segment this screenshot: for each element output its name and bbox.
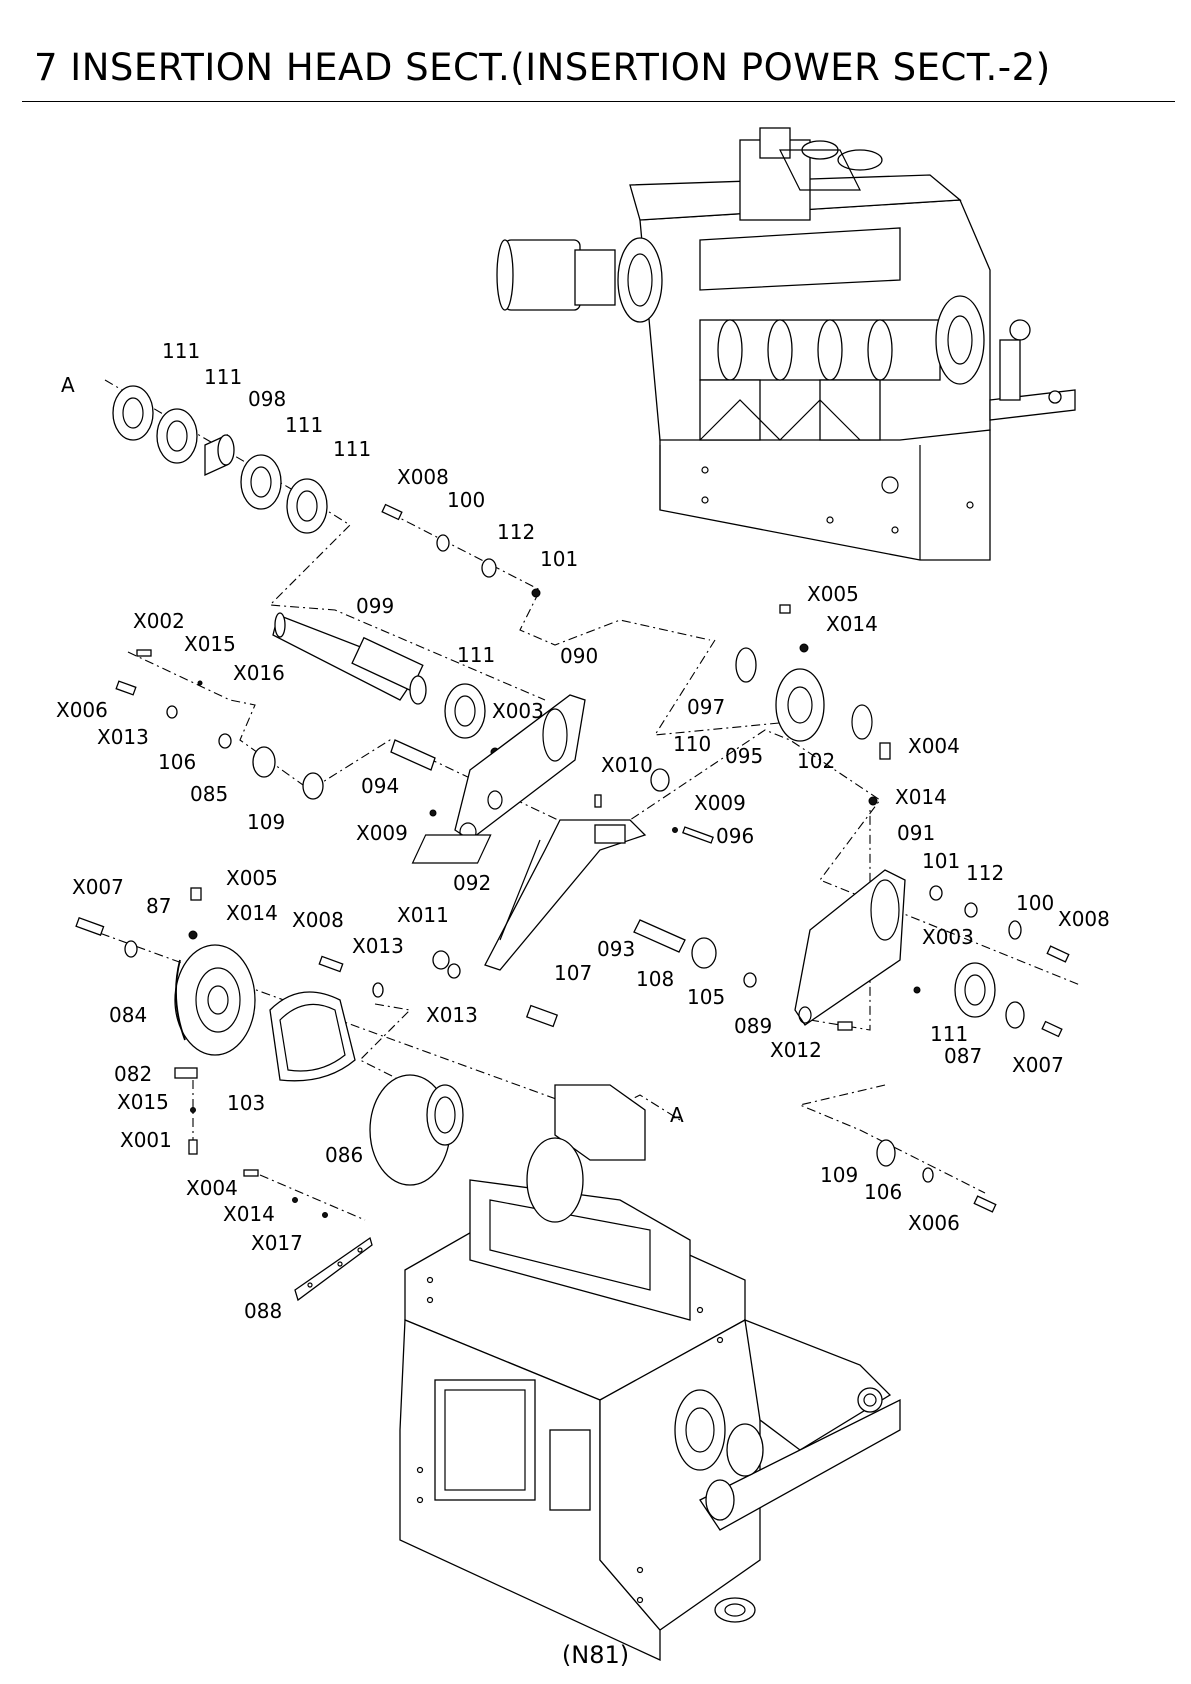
part-callout-label: X014 — [223, 1202, 275, 1226]
part-callout-label: 112 — [966, 861, 1004, 885]
lower-left-hardware — [243, 1169, 373, 1302]
part-callout-label: X001 — [120, 1128, 172, 1152]
part-callout-label: X006 — [56, 698, 108, 722]
part-callout-label: 108 — [636, 967, 674, 991]
part-callout-label: 101 — [540, 547, 578, 571]
part-callout-label: X015 — [184, 632, 236, 656]
part-callout-label: 106 — [864, 1180, 902, 1204]
part-callout-label: X003 — [492, 699, 544, 723]
part-callout-label: 098 — [248, 387, 286, 411]
part-callout-label: 111 — [333, 437, 371, 461]
plate-089-drawing — [411, 834, 1070, 1038]
part-callout-label: 111 — [457, 643, 495, 667]
part-callout-label: 103 — [227, 1091, 265, 1115]
part-callout-label: 101 — [922, 849, 960, 873]
part-callout-label: 089 — [734, 1014, 772, 1038]
part-callout-label: X005 — [807, 582, 859, 606]
part-callout-label: X013 — [426, 1003, 478, 1027]
part-callout-label: X002 — [133, 609, 185, 633]
pin-093-drawing — [318, 919, 757, 1028]
part-callout-label: X013 — [352, 934, 404, 958]
part-callout-label: 094 — [361, 774, 399, 798]
part-callout-label: X003 — [922, 925, 974, 949]
part-callout-label: 082 — [114, 1062, 152, 1086]
part-callout-label: 088 — [244, 1299, 282, 1323]
part-callout-label: X014 — [226, 901, 278, 925]
lever-arm-092-drawing — [484, 768, 714, 971]
part-callout-label: X008 — [1058, 907, 1110, 931]
callout-labels: 111111098111111X008100112101099X002X015X… — [56, 339, 1110, 1323]
part-callout-label: 111 — [285, 413, 323, 437]
part-callout-label: X008 — [397, 465, 449, 489]
part-callout-label: X014 — [826, 612, 878, 636]
part-callout-label: 086 — [325, 1143, 363, 1167]
part-callout-label: 112 — [497, 520, 535, 544]
part-callout-label: X010 — [601, 753, 653, 777]
part-callout-label: 111 — [930, 1022, 968, 1046]
part-callout-label: X008 — [292, 908, 344, 932]
part-callout-label: X006 — [908, 1211, 960, 1235]
part-callout-label: 099 — [356, 594, 394, 618]
part-callout-label: X012 — [770, 1038, 822, 1062]
part-callout-label: X016 — [233, 661, 285, 685]
part-callout-label: X007 — [1012, 1053, 1064, 1077]
bearing-stack-drawing — [112, 385, 328, 534]
part-callout-label: 100 — [1016, 891, 1054, 915]
part-callout-label: 105 — [687, 985, 725, 1009]
part-callout-label: X005 — [226, 866, 278, 890]
part-callout-label: X004 — [908, 734, 960, 758]
page-number: (N81) — [561, 1641, 630, 1669]
part-callout-label: 087 — [944, 1044, 982, 1068]
part-callout-label: 093 — [597, 937, 635, 961]
part-callout-label: 109 — [247, 810, 285, 834]
part-callout-label: 107 — [554, 961, 592, 985]
part-callout-label: 085 — [190, 782, 228, 806]
part-callout-label: 090 — [560, 644, 598, 668]
flange-095-drawing — [735, 604, 891, 806]
part-callout-label: 111 — [162, 339, 200, 363]
part-callout-label: 097 — [687, 695, 725, 719]
shaft-drawing — [272, 612, 486, 739]
part-callout-label: 102 — [797, 749, 835, 773]
page-title: 7 INSERTION HEAD SECT.(INSERTION POWER S… — [34, 46, 1051, 89]
lever-arm-090-drawing — [390, 694, 586, 842]
part-callout-label: 092 — [453, 871, 491, 895]
part-callout-label: 106 — [158, 750, 196, 774]
title-divider — [22, 101, 1175, 102]
lower-right-hardware — [876, 1139, 997, 1213]
part-callout-label: 095 — [725, 744, 763, 768]
part-callout-label: X014 — [895, 785, 947, 809]
part-callout-label: 091 — [897, 821, 935, 845]
part-callout-label: X007 — [72, 875, 124, 899]
part-callout-label: X015 — [117, 1090, 169, 1114]
part-callout-label: X004 — [186, 1176, 238, 1200]
part-callout-label: 109 — [820, 1163, 858, 1187]
pulley-group-drawing — [75, 887, 464, 1186]
part-callout-label: 084 — [109, 1003, 147, 1027]
part-callout-label: 096 — [716, 824, 754, 848]
reference-mark-a: A — [61, 373, 75, 397]
part-callout-label: X011 — [397, 903, 449, 927]
assembled-insertion-head-drawing — [496, 127, 1076, 561]
main-frame-drawing — [399, 1084, 901, 1662]
part-callout-label: X013 — [97, 725, 149, 749]
part-callout-label: X017 — [251, 1231, 303, 1255]
reference-mark-a: A — [670, 1103, 684, 1127]
part-callout-label: 110 — [673, 732, 711, 756]
part-callout-label: X009 — [356, 821, 408, 845]
part-callout-label: 87 — [146, 894, 171, 918]
part-callout-label: 111 — [204, 365, 242, 389]
part-callout-label: X009 — [694, 791, 746, 815]
part-callout-label: 100 — [447, 488, 485, 512]
